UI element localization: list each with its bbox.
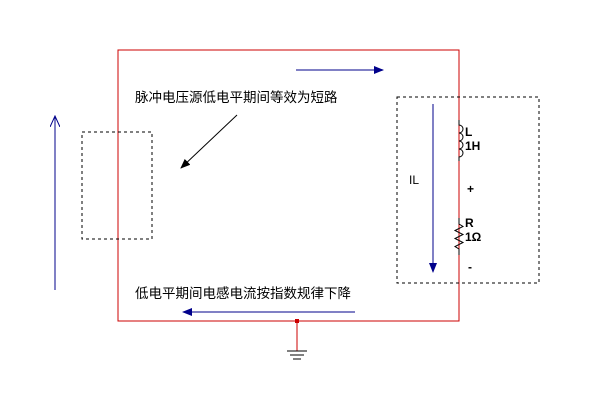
source-dashed-box xyxy=(81,131,153,240)
load-dashed-box xyxy=(396,96,540,284)
minus-polarity-label: - xyxy=(468,260,472,274)
current-label: IL xyxy=(409,173,419,187)
ground-symbol xyxy=(287,319,307,360)
inductor-decay-annotation: 低电平期间电感电流按指数规律下降 xyxy=(135,285,351,302)
source-short-annotation: 脉冲电压源低电平期间等效为短路 xyxy=(135,89,338,106)
annotation-pointer-arrow xyxy=(180,114,238,169)
resistor-symbol xyxy=(453,218,465,255)
inductor-value-label: 1H xyxy=(465,139,480,153)
resistor-value-label: 1Ω xyxy=(465,230,482,244)
circuit-loop xyxy=(117,49,460,322)
resistor-name-label: R xyxy=(465,216,474,230)
inductor-name-label: L xyxy=(465,125,472,139)
inductor-symbol xyxy=(458,120,464,161)
plus-polarity-label: + xyxy=(467,182,474,196)
